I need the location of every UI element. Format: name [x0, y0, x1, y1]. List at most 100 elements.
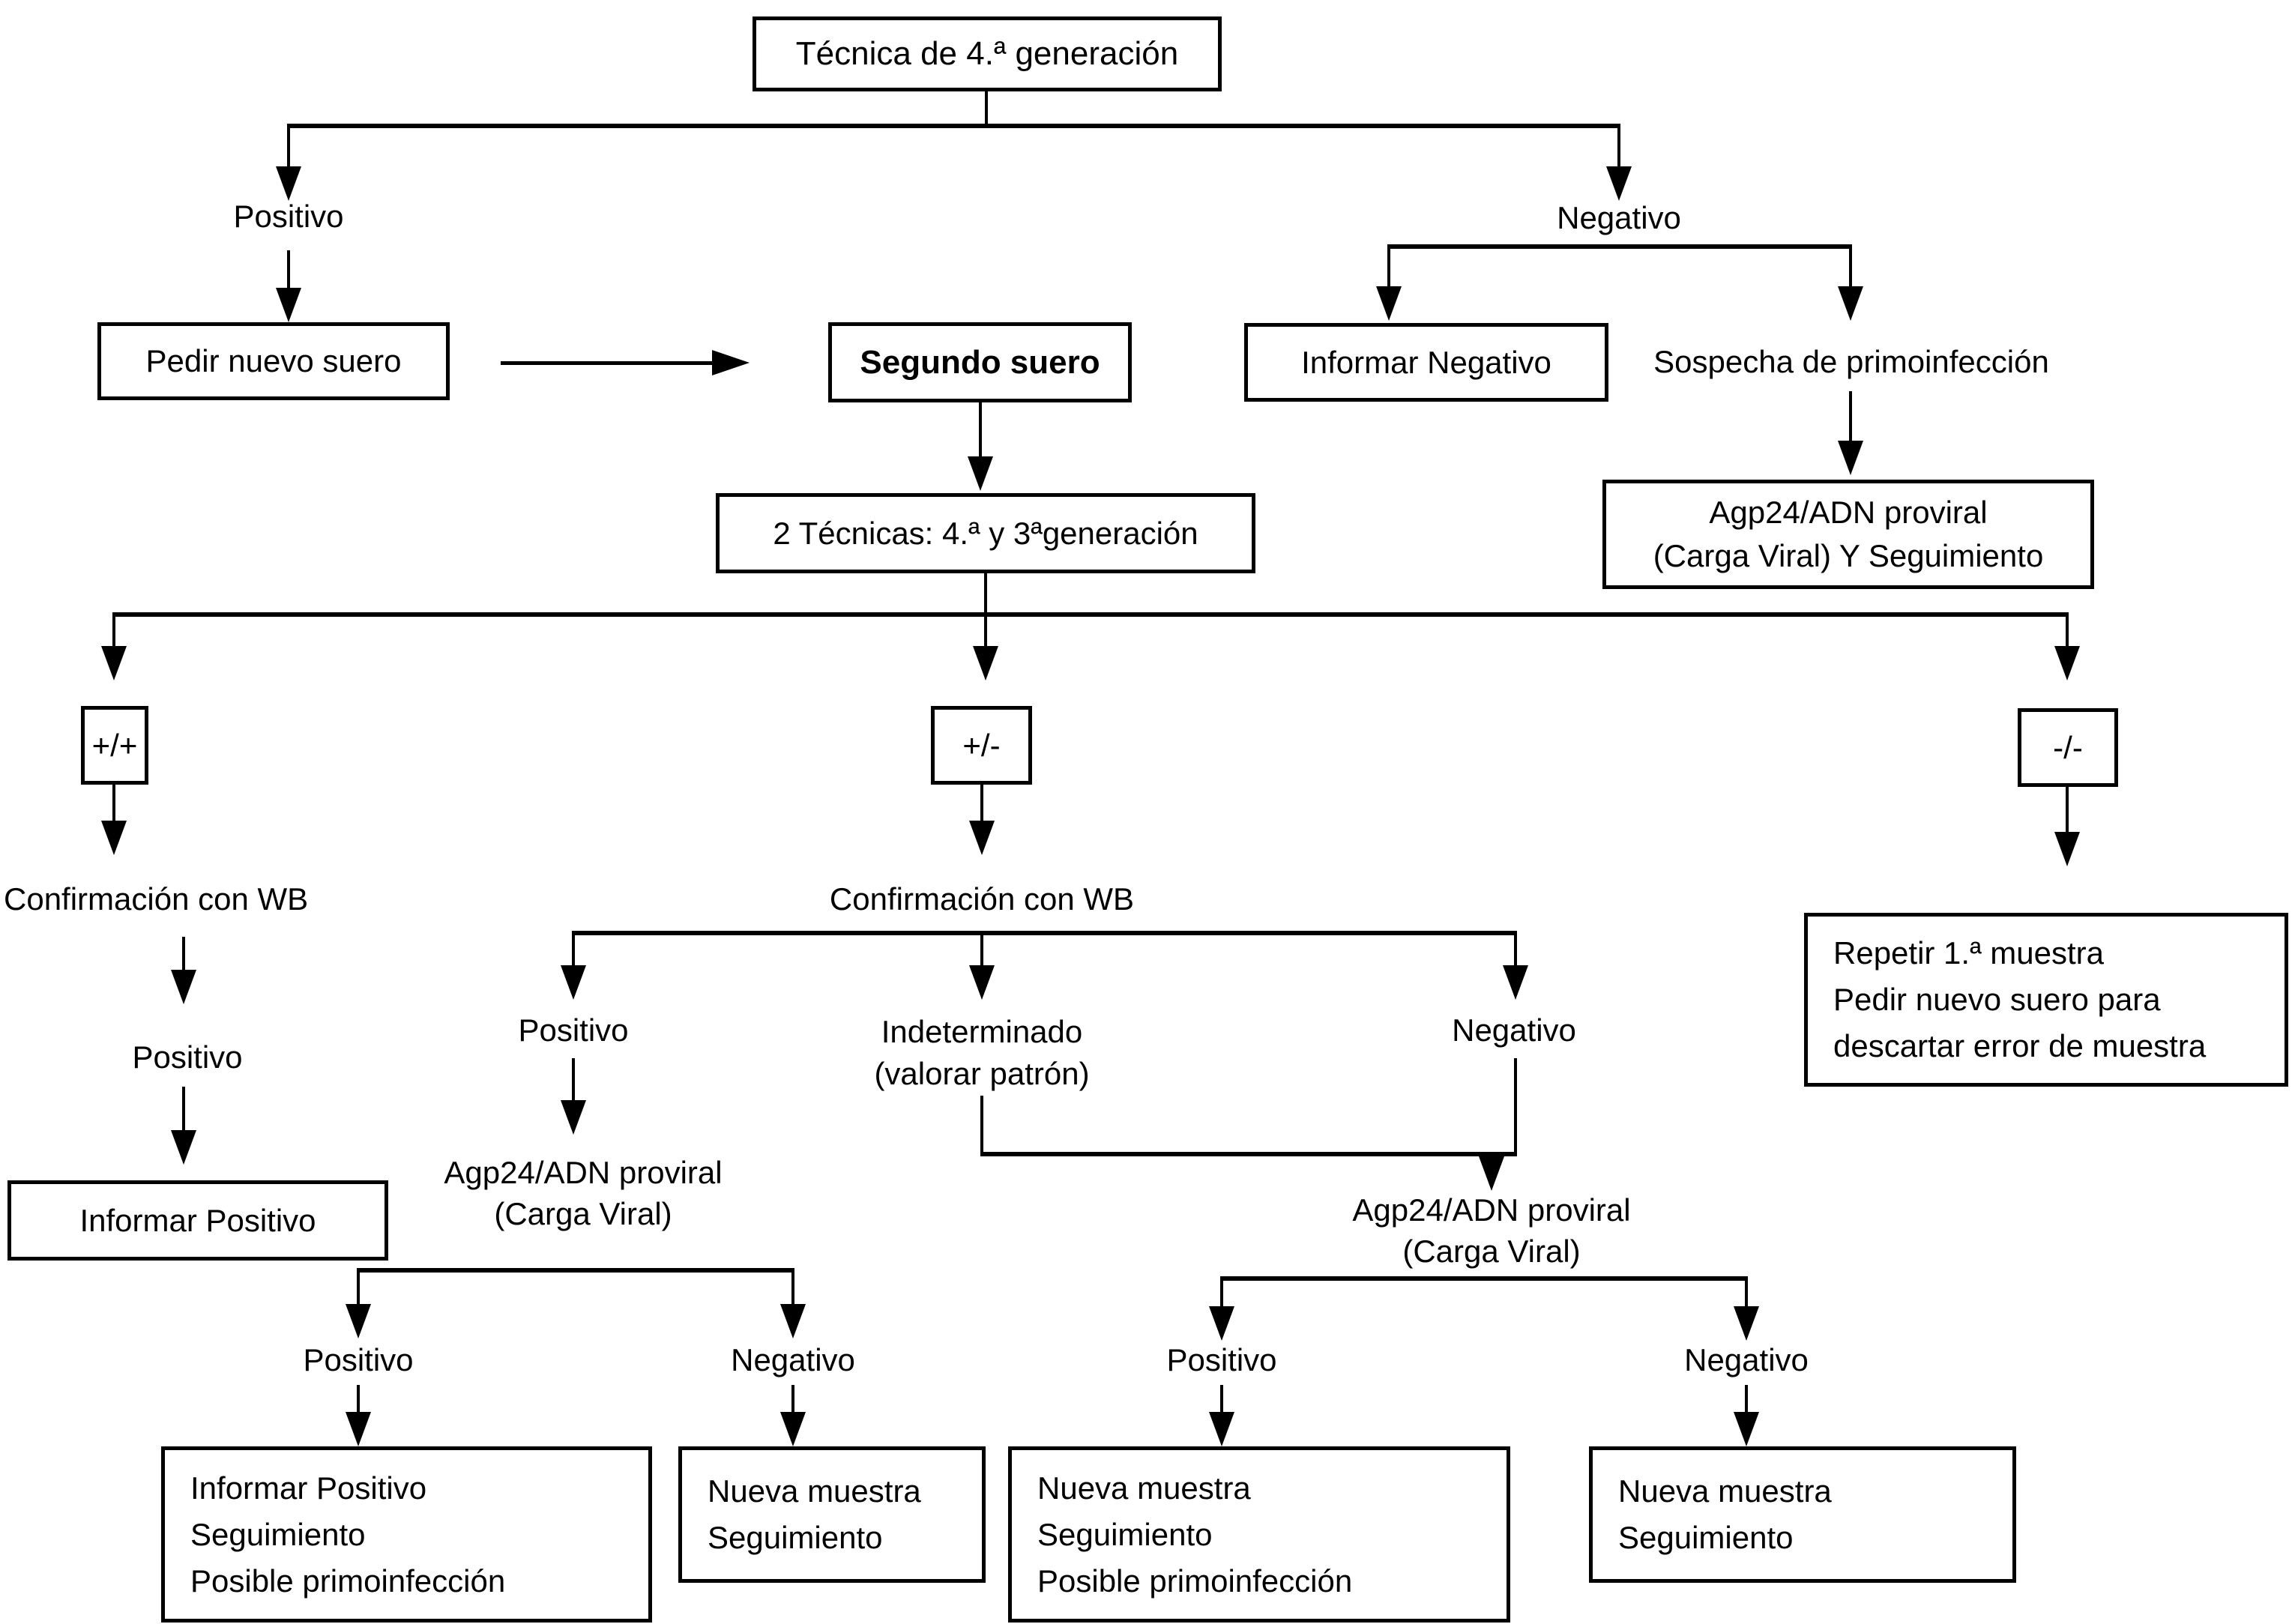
connector-drop-pos-pos	[112, 612, 115, 646]
node-resultado-pos-neg: +/-	[931, 706, 1032, 785]
node-label-line1: Nueva muestra	[1037, 1470, 1251, 1506]
node-agp24-seguimiento: Agp24/ADN proviral (Carga Viral) Y Segui…	[1602, 480, 2094, 589]
connector-drop-split-der-pos	[1220, 1276, 1223, 1306]
label-agp24-izq-line1: Agp24/ADN proviral	[444, 1155, 723, 1190]
connector-drop-split-izq-neg	[791, 1268, 794, 1304]
label-wb-positivo: Positivo	[518, 1012, 629, 1048]
label-wb-indeterminado: Indeterminado	[881, 1014, 1083, 1049]
arrowhead-wb-izq	[101, 821, 127, 855]
label-split-der-negativo: Negativo	[1684, 1342, 1809, 1377]
node-label-line1: Agp24/ADN proviral	[1709, 495, 1988, 530]
label-wb-valorar-patron: (valorar patrón)	[874, 1056, 1090, 1091]
label-split-izq-negativo: Negativo	[731, 1342, 855, 1377]
connector-segundo-a-tecnicas	[979, 402, 982, 456]
node-label: Informar Negativo	[1301, 344, 1551, 380]
arrowhead-caja-informar-positivo	[346, 1412, 371, 1446]
connector-split-izq-branch	[358, 1268, 793, 1273]
node-caja-nueva-muestra-1: Nueva muestra Seguimiento	[678, 1446, 986, 1583]
arrowhead-agp24-izq	[561, 1100, 586, 1135]
connector-drop-split-izq-pos	[357, 1268, 360, 1304]
connector-drop-wb-positivo	[572, 931, 575, 965]
arrowhead-positivo-top	[276, 166, 301, 201]
arrowhead-negativo-top	[1606, 166, 1632, 201]
label-confirmacion-wb-izq: Confirmación con WB	[4, 881, 309, 917]
arrowhead-informar-positivo	[171, 1130, 196, 1165]
arrowhead-pos-neg	[973, 646, 998, 680]
arrowhead-caja-nueva-1	[780, 1412, 806, 1446]
connector-merge-line	[982, 1152, 1516, 1156]
arrowhead-wb-negativo	[1503, 965, 1528, 1000]
node-label-line1: Repetir 1.ª muestra	[1833, 935, 2105, 971]
label-wb-negativo: Negativo	[1452, 1012, 1576, 1048]
arrowhead-neg-neg	[2054, 646, 2080, 680]
label-negativo-top: Negativo	[1557, 200, 1681, 235]
connector-wbpos-a-agp24-izq	[572, 1058, 575, 1100]
arrowhead-wb-indeterminado	[969, 965, 995, 1000]
arrowhead-agp24-der	[1479, 1156, 1504, 1191]
node-caja-nueva-muestra-3: Nueva muestra Seguimiento	[1589, 1446, 2016, 1583]
node-resultado-neg-neg: -/-	[2018, 708, 2118, 787]
arrowhead-wb-centro	[969, 821, 995, 855]
connector-top-branch	[289, 124, 1619, 128]
connector-drop-wb-indeterminado	[980, 931, 983, 965]
connector-indeterminado-merge	[980, 1096, 983, 1156]
connector-drop-negativo-top	[1617, 124, 1620, 166]
node-label: -/-	[2053, 729, 2083, 765]
arrowhead-sospecha	[1838, 286, 1863, 321]
connector-split-der-branch	[1222, 1276, 1746, 1281]
connector-negativo-branch	[1389, 244, 1851, 249]
node-informar-negativo: Informar Negativo	[1244, 323, 1608, 402]
label-agp24-izq-line2: (Carga Viral)	[494, 1196, 672, 1231]
node-label: +/+	[91, 727, 138, 763]
connector-drop-informar-negativo	[1387, 244, 1390, 286]
connector-wb-branch	[573, 931, 1516, 935]
node-label-line1: Nueva muestra	[1618, 1473, 1832, 1509]
node-informar-positivo: Informar Positivo	[7, 1180, 388, 1261]
connector-pedir-a-segundo	[501, 361, 712, 365]
node-resultado-pos-pos: +/+	[81, 706, 148, 785]
connector-positivo-a-informar	[182, 1087, 185, 1130]
node-label-line3: Posible primoinfección	[190, 1563, 506, 1599]
connector-pp-a-wb	[112, 785, 115, 821]
connector-wb-a-positivo-izq	[182, 937, 185, 970]
connector-drop-sospecha	[1849, 244, 1852, 286]
node-tecnica-4-generacion: Técnica de 4.ª generación	[753, 16, 1222, 91]
connector-positivo-a-pedir	[287, 250, 290, 288]
node-caja-informar-positivo-seguimiento: Informar Positivo Seguimiento Posible pr…	[161, 1446, 652, 1623]
node-label-line3: descartar error de muestra	[1833, 1028, 2207, 1063]
node-caja-nueva-muestra-2: Nueva muestra Seguimiento Posible primoi…	[1008, 1446, 1510, 1623]
connector-a-caja-nueva-1	[791, 1385, 794, 1412]
node-label: Técnica de 4.ª generación	[795, 35, 1179, 72]
node-segundo-suero: Segundo suero	[828, 322, 1132, 402]
node-label: +/-	[962, 727, 1001, 763]
connector-drop-pos-neg	[984, 612, 987, 646]
connector-drop-positivo-top	[287, 124, 290, 166]
connector-pm-a-wb	[980, 785, 983, 821]
node-label: Segundo suero	[860, 343, 1100, 381]
label-agp24-der-line2: (Carga Viral)	[1402, 1234, 1581, 1269]
node-dos-tecnicas: 2 Técnicas: 4.ª y 3ªgeneración	[716, 493, 1255, 573]
connector-a-caja-nueva-2	[1220, 1385, 1223, 1412]
label-split-izq-positivo: Positivo	[303, 1342, 414, 1377]
arrowhead-wb-positivo	[561, 965, 586, 1000]
node-label-line3: Posible primoinfección	[1037, 1563, 1353, 1599]
node-label: Informar Positivo	[79, 1202, 316, 1238]
node-label-line2: Pedir nuevo suero para	[1833, 982, 2161, 1017]
arrowhead-caja-nueva-3	[1734, 1412, 1759, 1446]
label-confirmacion-wb-centro: Confirmación con WB	[829, 881, 1135, 917]
label-positivo-top: Positivo	[233, 199, 344, 234]
node-label-line1: Nueva muestra	[708, 1473, 921, 1509]
arrowhead-informar-negativo	[1376, 286, 1402, 321]
arrowhead-split-izq-pos	[346, 1304, 371, 1338]
arrowhead-split-izq-neg	[780, 1304, 806, 1338]
label-agp24-der-line1: Agp24/ADN proviral	[1352, 1192, 1631, 1228]
arrowhead-repetir-muestra	[2054, 832, 2080, 866]
arrowhead-split-der-pos	[1209, 1306, 1234, 1341]
node-label-line2: (Carga Viral) Y Seguimiento	[1653, 538, 2044, 573]
arrowhead-split-der-neg	[1734, 1306, 1759, 1341]
connector-a-caja-nueva-3	[1745, 1385, 1748, 1412]
connector-root-stem	[985, 91, 988, 127]
connector-sospecha-a-agp24	[1849, 391, 1852, 441]
arrowhead-agp24-seguimiento	[1838, 441, 1863, 475]
